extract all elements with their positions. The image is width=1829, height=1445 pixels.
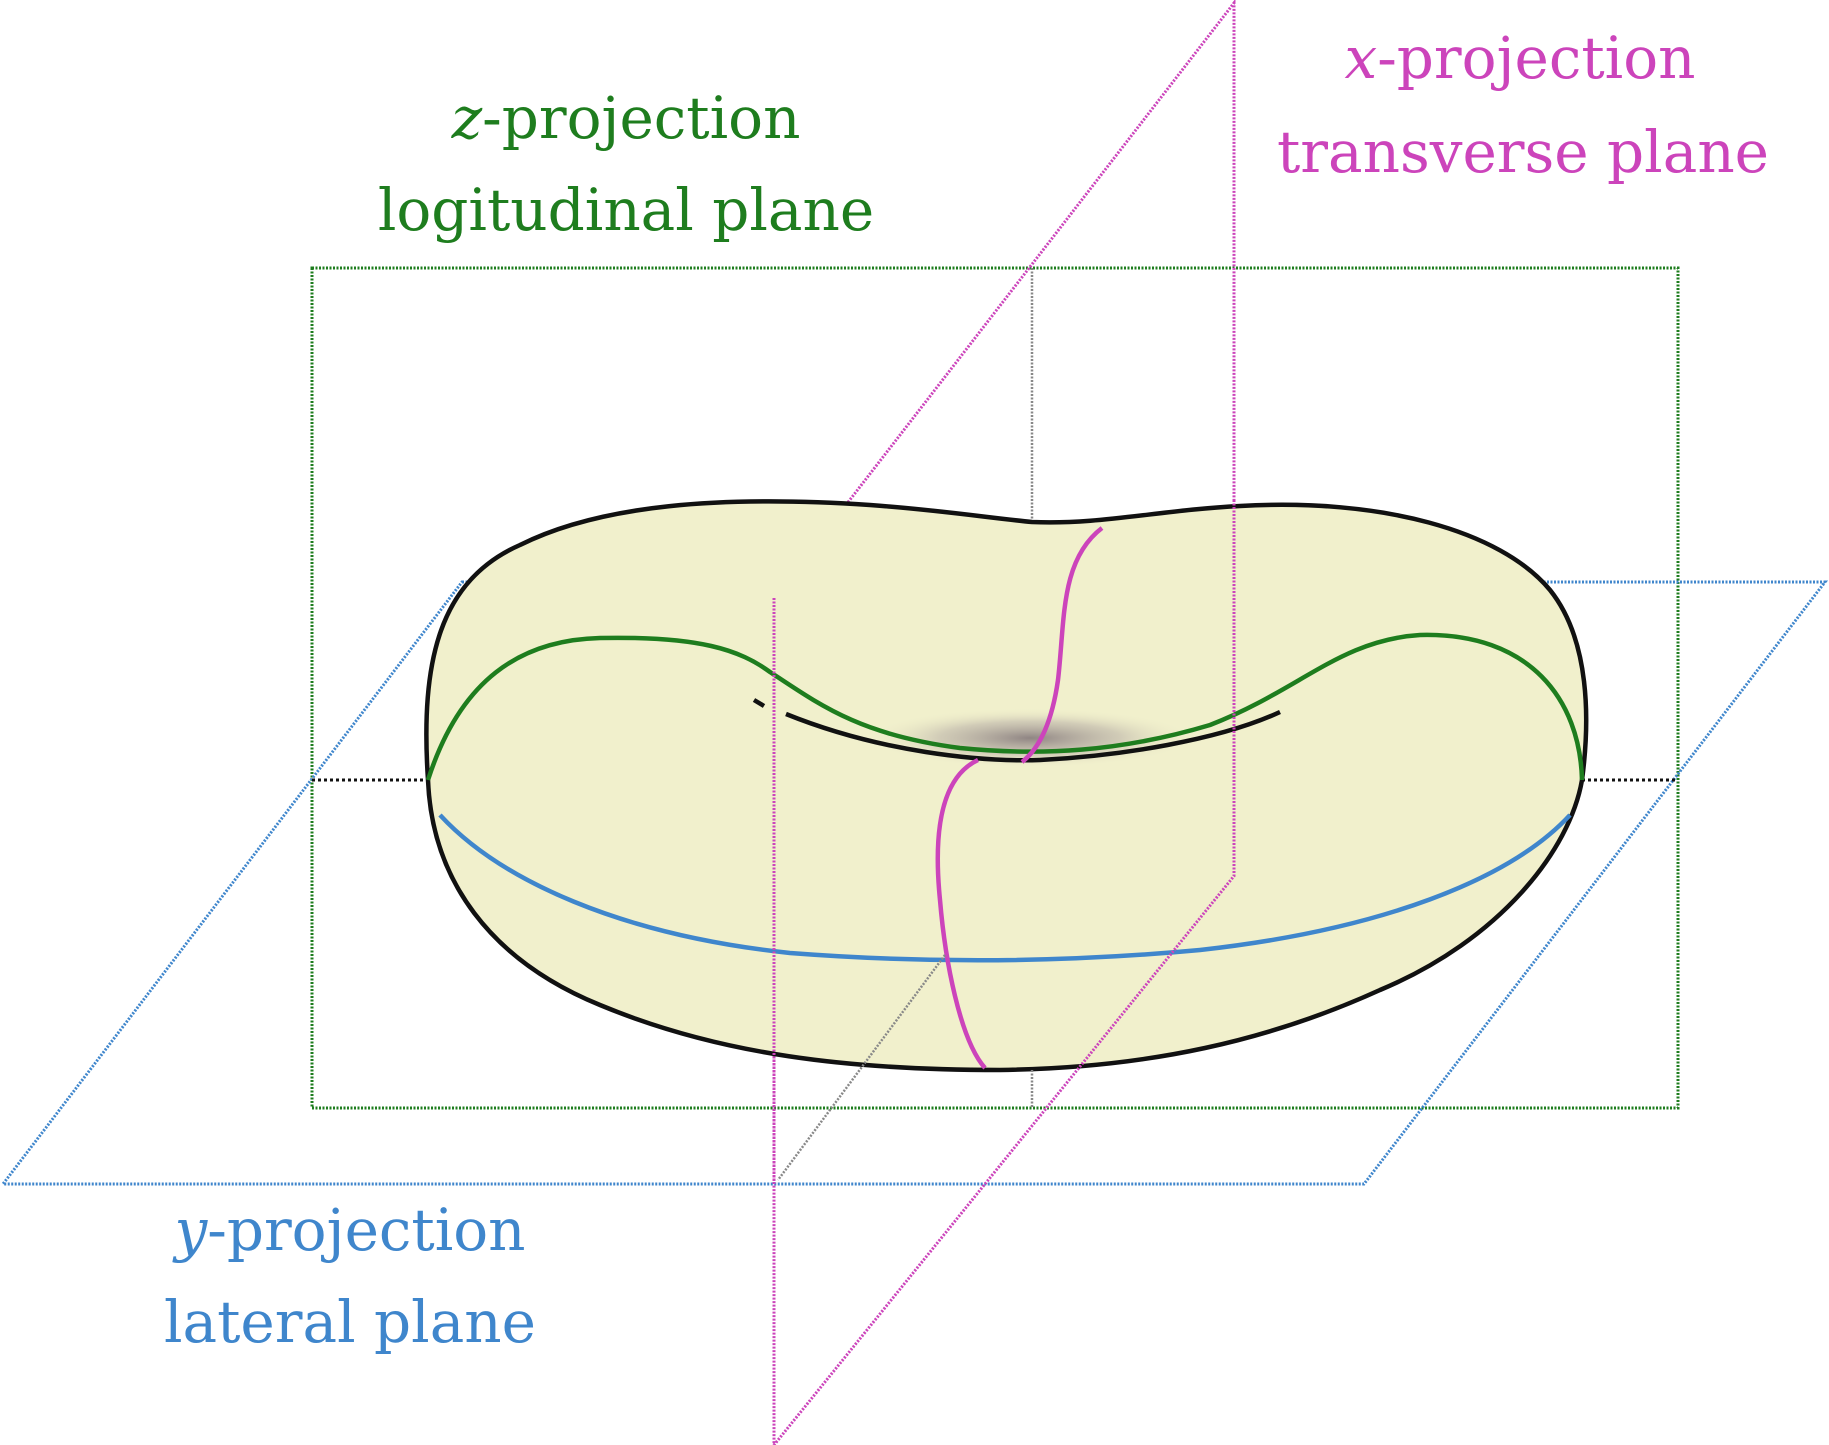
torus-inner-rim-tick [752,698,766,708]
z-projection-label: z-projection [451,84,801,152]
torus-transverse-x-curve-front [935,757,987,1070]
torus-equator-y-curve [438,813,1572,963]
depth-axis [776,954,947,1181]
z-plane-name-label: logitudinal plane [378,176,874,244]
torus-transverse-x-curve-back [1020,526,1104,764]
y-projection-plane [0,580,1829,1186]
y-plane-name-label: lateral plane [164,1288,536,1356]
torus-body [424,499,1589,1073]
z-projection-plane [310,266,1680,1110]
torus-inner-rim [785,709,1281,763]
x-projection-label: x-projection [1344,24,1695,92]
y-projection-label: y-projection [171,1196,525,1264]
torus-longitudinal-z-curve [425,632,1585,781]
x-projection-plane-back [772,0,1236,1184]
x-plane-name-label: transverse plane [1277,118,1769,186]
